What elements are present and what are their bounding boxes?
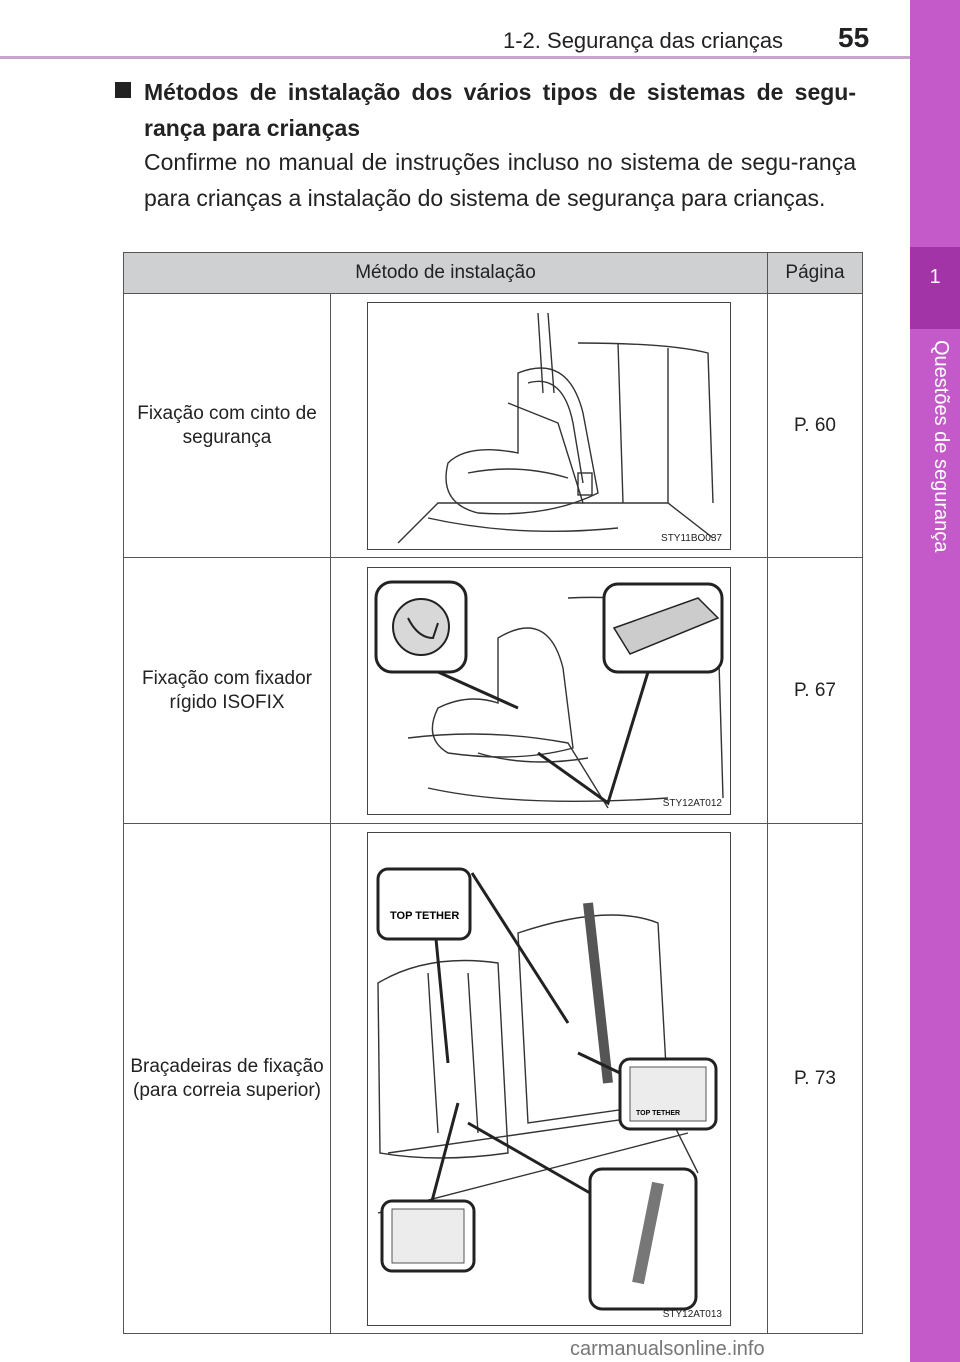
column-header-page: Página: [767, 252, 863, 294]
table-header-row: Método de instalação Página: [123, 252, 863, 294]
figure-caption: STY11BO037: [661, 532, 722, 544]
body-paragraph: Confirme no manual de instruções incluso…: [144, 149, 856, 211]
method-cell: Fixação com cinto de segurança: [123, 293, 331, 558]
isofix-installation-figure: STY12AT012: [367, 566, 731, 815]
method-label-line: Braçadeiras de fixação: [130, 1055, 324, 1077]
table-row: Fixação com cinto de segurança: [123, 293, 863, 558]
section-title: 1-2. Segurança das crianças: [503, 28, 784, 53]
page-number: 55: [838, 22, 870, 53]
page-reference: P. 60: [794, 414, 836, 436]
heading-bullet-icon: [115, 82, 131, 98]
chapter-number: 1: [929, 266, 941, 288]
figure-cell: STY11BO037: [330, 293, 768, 558]
seatbelt-installation-figure: STY11BO037: [367, 301, 731, 550]
figure-cell: TOP TETHER TOP TETHER ST: [330, 823, 768, 1334]
chapter-title: Questões de segurança: [930, 340, 952, 553]
method-label: Fixação com fixador rígido ISOFIX: [141, 667, 312, 713]
figure-caption: STY12AT013: [662, 1308, 722, 1320]
method-cell: Fixação com fixador rígido ISOFIX: [123, 557, 331, 824]
figure-cell: STY12AT012: [330, 557, 768, 824]
method-label-line: (para correia superior): [133, 1079, 321, 1101]
section-heading: Métodos de instalação dos vários tipos d…: [144, 79, 856, 141]
child-seat-isofix-illustration: [374, 580, 724, 808]
installation-methods-table: Método de instalação Página Fixação com …: [123, 252, 863, 1334]
page-reference: P. 67: [794, 679, 836, 701]
header-rule: [0, 56, 910, 59]
watermark-brand: carmanualsonline.info: [570, 1338, 765, 1360]
top-tether-badge-text: TOP TETHER: [390, 910, 459, 922]
page-cell: P. 60: [767, 293, 863, 558]
top-tether-brackets-illustration: TOP TETHER TOP TETHER: [376, 867, 718, 1310]
child-seat-seatbelt-illustration: [397, 312, 714, 543]
method-label: Fixação com cinto de segurança: [137, 402, 317, 448]
top-tether-label-callout: [376, 867, 472, 940]
figure-caption: STY12AT012: [662, 797, 722, 809]
top-tether-small-text: TOP TETHER: [636, 1110, 680, 1117]
top-tether-installation-figure: TOP TETHER TOP TETHER ST: [367, 831, 731, 1326]
chapter-tab-strip: [910, 0, 960, 1362]
page-cell: P. 73: [767, 823, 863, 1334]
chapter-number-box: [910, 247, 960, 329]
page-reference: P. 73: [794, 1067, 836, 1089]
table-row: Braçadeiras de fixação (para correia sup…: [123, 823, 863, 1334]
table-row: Fixação com fixador rígido ISOFIX: [123, 557, 863, 824]
method-label: Braçadeiras de fixação (para correia sup…: [124, 1055, 330, 1103]
column-header-method: Método de instalação: [123, 252, 768, 294]
method-cell: Braçadeiras de fixação (para correia sup…: [123, 823, 331, 1334]
page-cell: P. 67: [767, 557, 863, 824]
